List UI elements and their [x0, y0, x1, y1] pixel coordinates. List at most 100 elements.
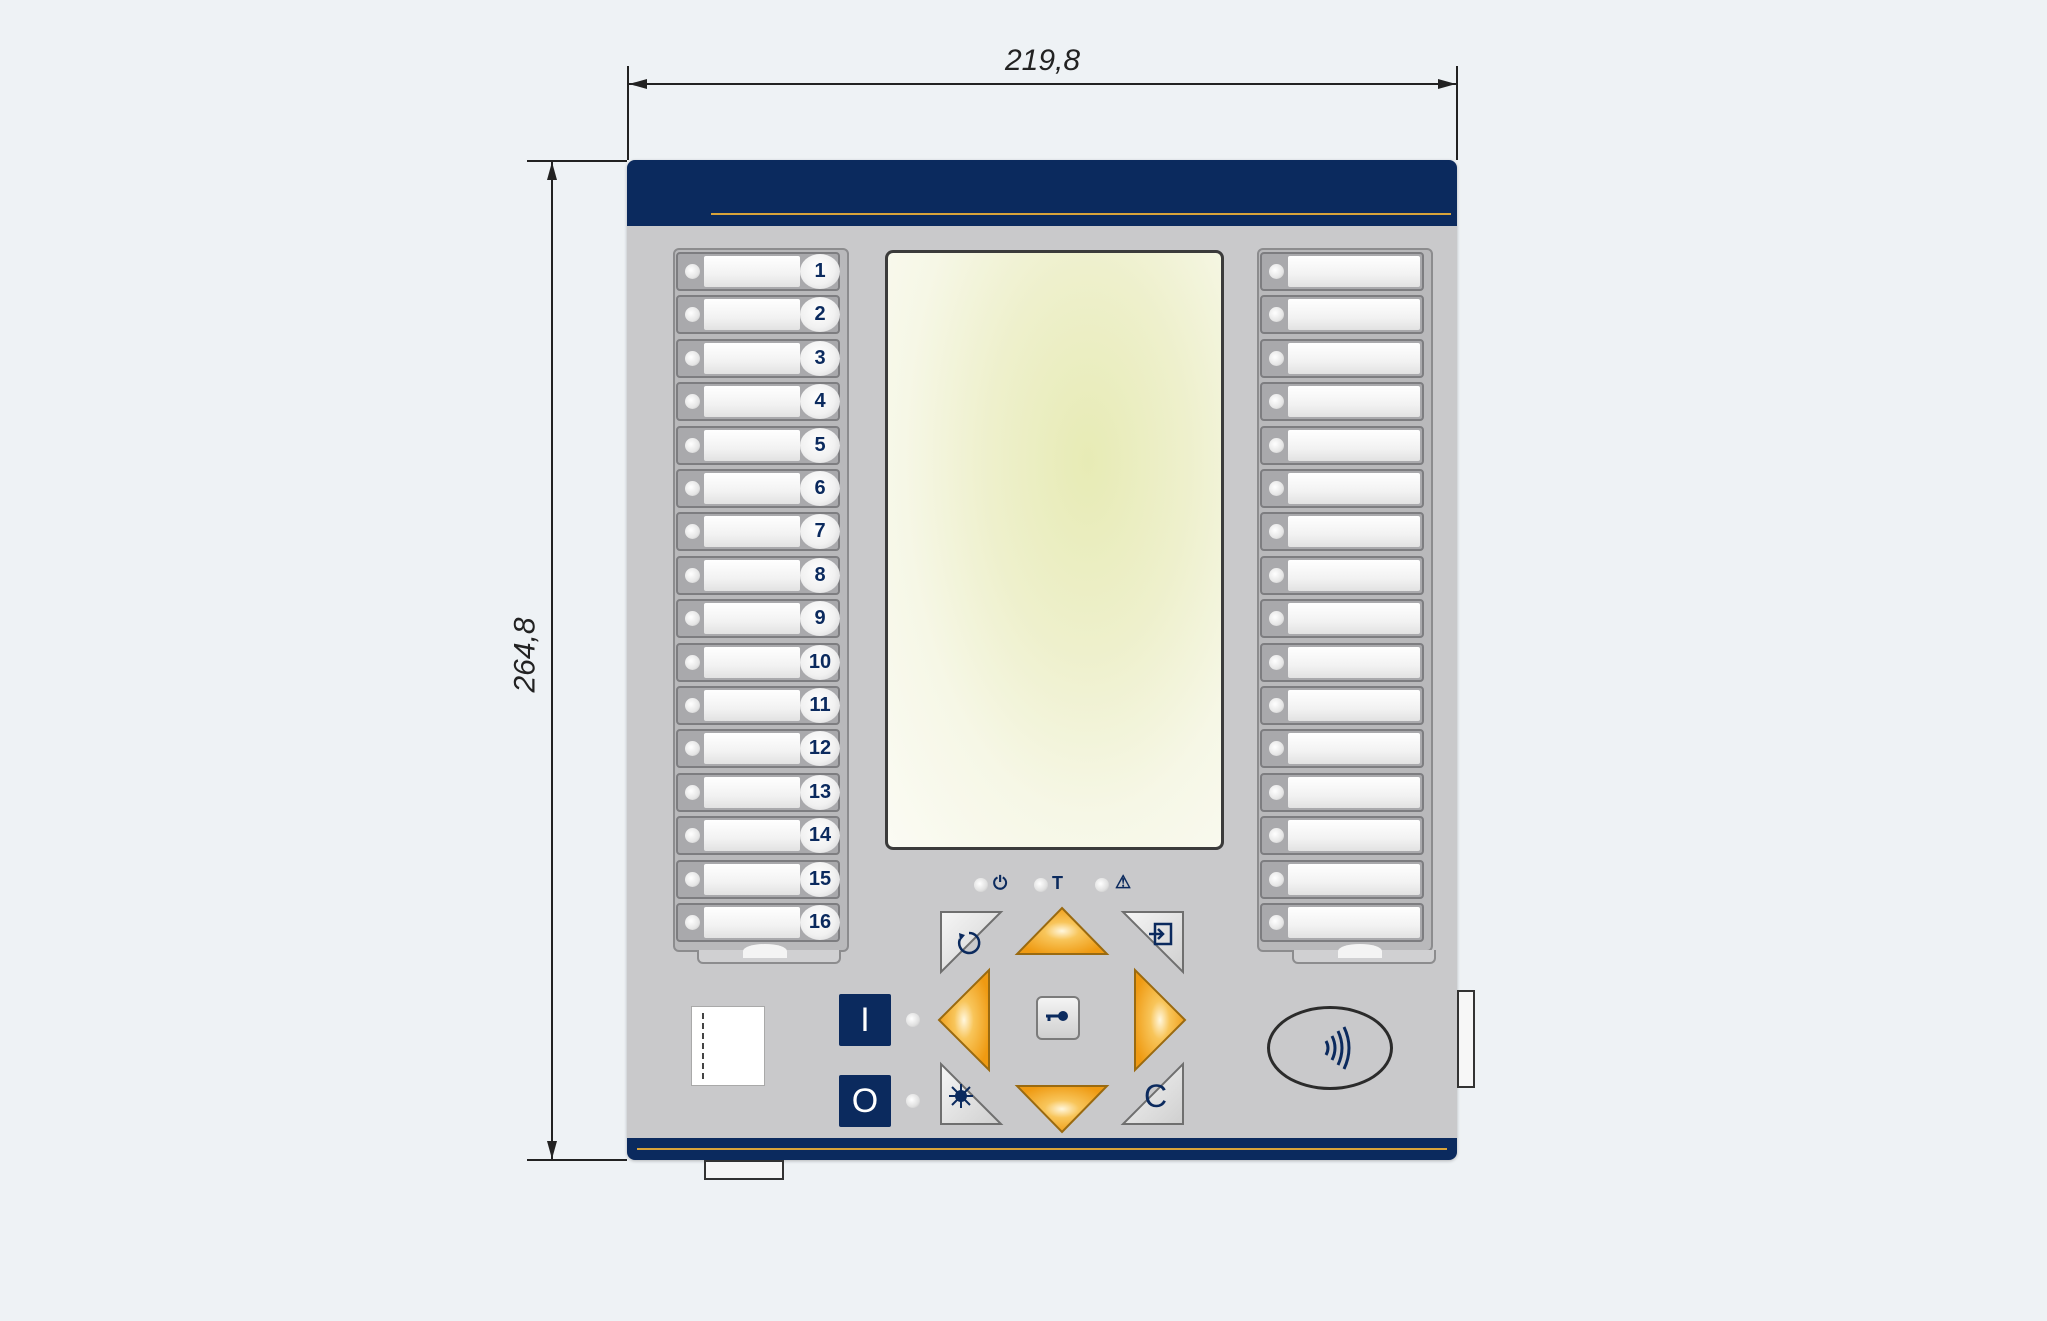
strip-label-area — [704, 473, 800, 504]
led-strip-right — [1260, 903, 1424, 942]
strip-label-area — [704, 907, 800, 938]
led-indicator — [1269, 350, 1284, 366]
function-key-4[interactable]: 4 — [800, 384, 840, 420]
on-led — [906, 1013, 920, 1027]
width-arrowheads — [629, 79, 1456, 89]
led-indicator — [685, 828, 700, 844]
right-panel-tab — [1338, 944, 1382, 958]
nfc-icon — [1324, 1026, 1351, 1070]
reset-arrow-icon — [957, 931, 981, 955]
off-button[interactable]: O — [839, 1075, 891, 1127]
function-key-8[interactable]: 8 — [800, 557, 840, 593]
strip-label-area — [1288, 429, 1420, 461]
key-icon — [1046, 1011, 1068, 1021]
power-icon: ⏻ — [993, 873, 1008, 893]
led-strip-left: 3 — [676, 338, 840, 378]
led-strip-left: 13 — [676, 772, 840, 812]
strip-label-area — [1288, 559, 1420, 591]
top-accent-line — [711, 213, 1451, 215]
trip-indicator-label: T — [1052, 873, 1063, 893]
led-indicator — [1269, 784, 1284, 800]
warning-icon: ⚠ — [1115, 872, 1132, 892]
function-key-3[interactable]: 3 — [800, 340, 840, 376]
function-key-11[interactable]: 11 — [800, 688, 840, 723]
nfc-area — [1267, 1006, 1393, 1090]
led-strip-right — [1260, 686, 1424, 725]
function-key-6[interactable]: 6 — [800, 471, 840, 506]
led-indicator — [685, 741, 700, 757]
led-strip-left: 10 — [676, 642, 840, 682]
strip-label-area — [1288, 646, 1420, 678]
strip-label-area — [704, 299, 800, 331]
enter-button[interactable] — [1120, 911, 1184, 975]
lcd-display — [885, 250, 1224, 850]
led-indicator — [1269, 828, 1284, 844]
led-strip-right — [1260, 469, 1424, 508]
led-strip-left: 14 — [676, 816, 840, 856]
bottom-accent-line — [637, 1148, 1447, 1150]
on-button[interactable]: I — [839, 994, 891, 1046]
led-strip-left: 15 — [676, 859, 840, 899]
label-card-slot — [691, 1006, 765, 1086]
off-led — [906, 1094, 920, 1108]
led-strip-right — [1260, 729, 1424, 769]
right-arrow-button[interactable] — [1134, 967, 1187, 1073]
function-key-2[interactable]: 2 — [800, 297, 840, 333]
strip-label-area — [704, 603, 800, 635]
function-key-5[interactable]: 5 — [800, 427, 840, 463]
led-indicator — [1269, 437, 1284, 453]
strip-label-area — [704, 690, 800, 721]
led-indicator — [685, 481, 700, 496]
strip-label-area — [1288, 603, 1420, 635]
reset-button[interactable] — [940, 911, 1004, 975]
strip-label-area — [704, 646, 800, 678]
function-key-12[interactable]: 12 — [800, 731, 840, 767]
strip-label-area — [704, 386, 800, 418]
strip-label-area — [704, 733, 800, 765]
strip-label-area — [1288, 299, 1420, 331]
function-key-7[interactable]: 7 — [800, 514, 840, 550]
height-ext-bottom — [527, 1159, 627, 1161]
down-arrow-button[interactable] — [1014, 1085, 1110, 1134]
light-button[interactable] — [940, 1061, 1004, 1125]
led-indicator — [685, 698, 700, 713]
sun-icon — [949, 1084, 973, 1108]
strip-label-area — [1288, 733, 1420, 765]
led-strip-right — [1260, 512, 1424, 552]
led-indicator — [685, 307, 700, 323]
up-arrow-button[interactable] — [1014, 906, 1110, 955]
led-strip-left: 9 — [676, 599, 840, 639]
height-arrowheads — [547, 162, 557, 1159]
led-indicator — [685, 394, 700, 410]
height-ext-top — [527, 160, 627, 162]
function-key-1[interactable]: 1 — [800, 254, 840, 289]
left-panel-tab — [743, 944, 787, 958]
key-button[interactable] — [1036, 996, 1080, 1040]
strip-label-area — [1288, 342, 1420, 374]
function-key-15[interactable]: 15 — [800, 861, 840, 897]
led-indicator — [1269, 871, 1284, 887]
side-connector — [1457, 990, 1475, 1088]
led-indicator — [685, 784, 700, 800]
height-dimension-line — [551, 162, 553, 1159]
width-ext-right — [1456, 66, 1458, 160]
led-indicator — [685, 524, 700, 540]
led-strip-left: 4 — [676, 382, 840, 422]
relay-front-panel: ⏻ T ⚠ — [627, 160, 1457, 1160]
height-dimension-label: 264,8 — [508, 617, 542, 693]
clear-button[interactable] — [1120, 1061, 1184, 1125]
led-strip-right — [1260, 599, 1424, 639]
function-key-10[interactable]: 10 — [800, 644, 840, 680]
left-arrow-button[interactable] — [937, 967, 990, 1073]
top-brand-band — [627, 160, 1457, 226]
led-indicator — [685, 437, 700, 453]
function-key-16[interactable]: 16 — [800, 905, 840, 940]
led-strip-left: 12 — [676, 729, 840, 769]
function-key-14[interactable]: 14 — [800, 818, 840, 854]
led-indicator — [685, 567, 700, 583]
function-key-13[interactable]: 13 — [800, 774, 840, 810]
led-strip-left: 2 — [676, 295, 840, 335]
led-strip-left: 5 — [676, 425, 840, 465]
led-indicator — [1269, 394, 1284, 410]
function-key-9[interactable]: 9 — [800, 601, 840, 637]
